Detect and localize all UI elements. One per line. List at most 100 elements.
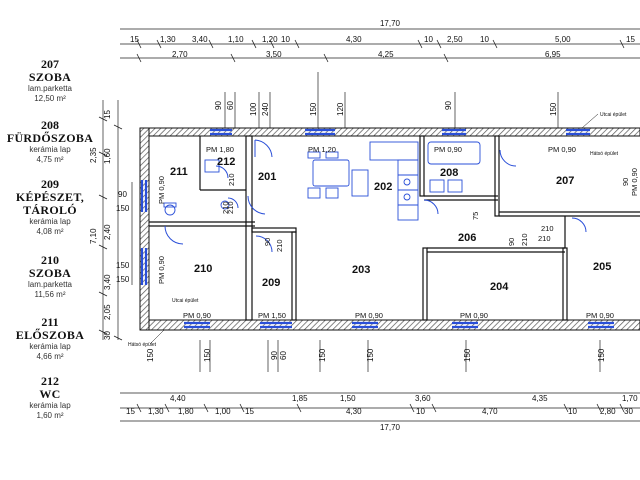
dim-value: 5,00 (555, 35, 571, 44)
dim-height: 150 (318, 348, 327, 362)
room-label-212: 212 (217, 156, 235, 168)
dim-height: 150 (597, 348, 606, 362)
door-label: 210 (538, 234, 551, 243)
legend-room-number: 211 (41, 315, 59, 329)
dim-value: 15 (126, 407, 135, 416)
note-rear-building-bottom: Hátsó épület (128, 342, 157, 348)
legend-room-material: kerámia lap (29, 217, 71, 226)
dim-height: 150 (463, 348, 472, 362)
legend-room-area: 4,66 m² (36, 352, 64, 361)
room-label-209: 209 (262, 277, 280, 289)
outer-walls (139, 127, 640, 331)
legend-room: 212 WC kerámia lap 1,60 m² (0, 375, 100, 421)
room-label-205: 205 (593, 261, 611, 273)
top-dimension-texts: 17,70 15 1,30 3,40 1,10 1,20 10 4,30 10 … (130, 19, 635, 59)
legend-room-material: lam.parketta (27, 280, 73, 289)
dim-value: 15 (245, 407, 254, 416)
dim-value: 6,95 (545, 50, 561, 59)
legend-room-name: KÉPÉSZET, TÁROLÓ (15, 190, 85, 217)
room-label-203: 203 (352, 264, 370, 276)
door-label: 90 (507, 238, 516, 246)
dim-value: 1,00 (215, 407, 231, 416)
dim-height: 60 (226, 101, 235, 110)
bottom-height-texts: 150 150 90 60 150 150 150 150 (146, 348, 606, 362)
dim-value: 10 (281, 35, 290, 44)
legend-room: 207 SZOBA lam.parketta 12,50 m² (0, 58, 100, 104)
dim-height: 60 (279, 351, 288, 360)
door-swings (164, 139, 587, 253)
room-label-208: 208 (440, 167, 458, 179)
door-label: 75 (471, 212, 480, 220)
note-street-building-left: Utcai épület (172, 298, 199, 304)
dim-height: 240 (261, 102, 270, 116)
dim-value: 1,10 (228, 35, 244, 44)
window-label: PM 1,50 (258, 311, 286, 320)
window-label: PM 1,20 (308, 145, 336, 154)
window-label: PM 0,90 (157, 176, 166, 204)
note-street-building: Utcai épület (600, 112, 627, 118)
dim-value: 3,60 (415, 394, 431, 403)
top-total-dimension: 17,70 (380, 19, 401, 28)
legend-room-number: 212 (41, 374, 59, 388)
legend-room-area: 11,56 m² (34, 290, 66, 299)
left-dimension-texts: 15 1,60 2,35 7,10 2,40 3,40 2,05 30 90 1… (89, 110, 130, 340)
legend-room-material: lam.parketta (27, 84, 73, 93)
dim-value: 15 (103, 110, 112, 119)
legend-room-name: ELŐSZOBA (15, 328, 85, 342)
door-label: 90 (621, 178, 630, 186)
dim-value: 7,10 (89, 228, 98, 244)
dim-height: 150 (146, 348, 155, 362)
dim-value: 1,85 (292, 394, 308, 403)
fixtures (163, 141, 481, 221)
room-label-206: 206 (458, 232, 476, 244)
legend-room-number: 210 (41, 253, 59, 267)
top-height-texts: 90 60 100 240 150 120 90 150 (214, 101, 558, 116)
dimension-lines (102, 28, 640, 422)
dim-height: 90 (444, 101, 453, 110)
legend-room-area: 1,60 m² (36, 411, 64, 420)
bottom-total-dimension: 17,70 (380, 423, 401, 432)
note-leader-lines (149, 113, 599, 345)
note-rear-building: Hátsó épület (590, 151, 619, 157)
dim-height: 90 (270, 351, 279, 360)
door-labels: 210 210 210 210 90 90 210 210 75 210 90 (221, 173, 630, 252)
room-number-labels: 211 212 201 202 208 207 206 210 209 203 … (170, 156, 611, 293)
dim-value: 15 (626, 35, 635, 44)
legend-room-name: FÜRDŐSZOBA (6, 131, 94, 145)
dim-value: 150 (116, 204, 130, 213)
window-label: PM 0,90 (548, 145, 576, 154)
legend-room: 210 SZOBA lam.parketta 11,56 m² (0, 254, 100, 300)
door-label: 210 (520, 233, 529, 246)
dim-value: 3,50 (266, 50, 282, 59)
dim-value: 90 (118, 190, 127, 199)
legend-room: 208 FÜRDŐSZOBA kerámia lap 4,75 m² (0, 119, 100, 165)
dim-height: 150 (549, 102, 558, 116)
room-label-204: 204 (490, 281, 509, 293)
legend-room-number: 209 (41, 177, 59, 191)
dim-value: 3,40 (192, 35, 208, 44)
window-label: PM 0,90 (460, 311, 488, 320)
dim-value: 30 (624, 407, 633, 416)
window-label: PM 0,90 (355, 311, 383, 320)
legend-room-material: kerámia lap (29, 401, 71, 410)
dim-value: 2,40 (103, 224, 112, 240)
door-label: 210 (275, 239, 284, 252)
legend-room: 209 KÉPÉSZET, TÁROLÓ kerámia lap 4,08 m² (0, 178, 100, 237)
dim-value: 30 (103, 331, 112, 340)
dim-value: 1,30 (148, 407, 164, 416)
dim-height: 150 (309, 102, 318, 116)
dim-value: 15 (130, 35, 139, 44)
dim-value: 1,20 (262, 35, 278, 44)
bottom-dimension-texts: 4,40 1,85 1,50 3,60 4,35 1,70 15 1,30 1,… (126, 394, 638, 432)
door-label: 210 (541, 224, 554, 233)
dim-value: 4,40 (170, 394, 186, 403)
dim-value: 1,50 (340, 394, 356, 403)
dim-value: 2,35 (89, 147, 98, 163)
dim-value: 4,35 (532, 394, 548, 403)
door-label: 210 (221, 201, 230, 214)
room-label-211: 211 (170, 166, 188, 178)
dimension-height-lines (199, 72, 601, 372)
window-label: PM 0,90 (434, 145, 462, 154)
legend-room-material: kerámia lap (29, 342, 71, 351)
dim-value: 10 (416, 407, 425, 416)
